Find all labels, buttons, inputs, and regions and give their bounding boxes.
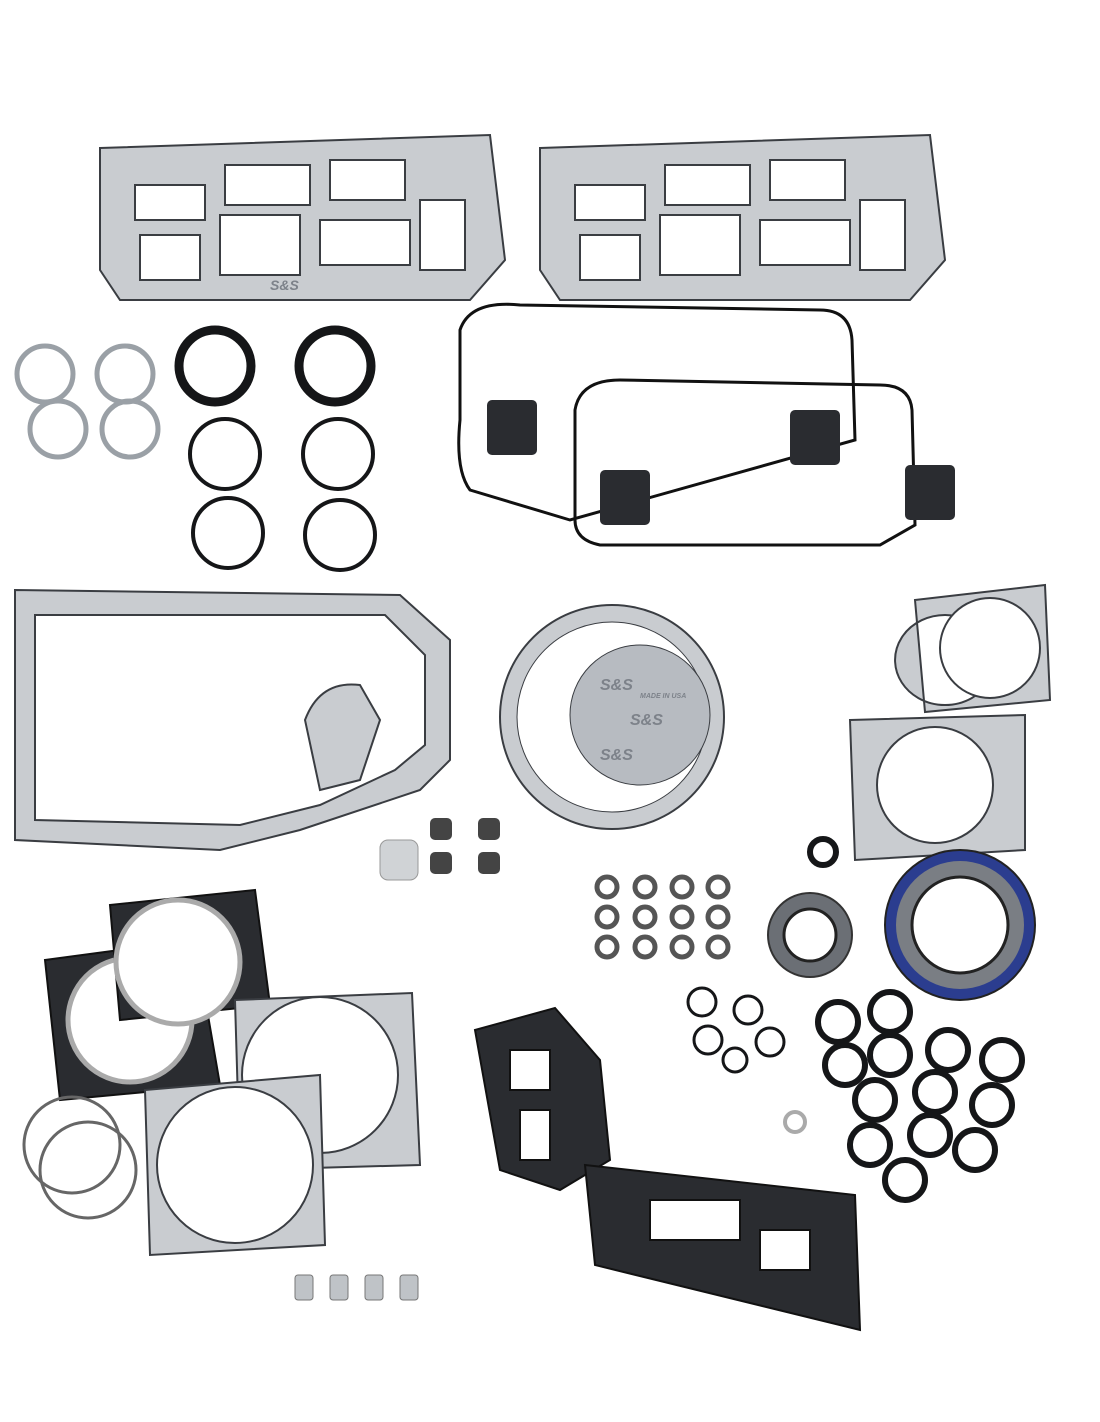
valve-seals (379, 818, 500, 881)
oring-cluster (686, 986, 1025, 1203)
rocker-cover-seals (457, 302, 955, 547)
rocker-gasket-left: S&S (99, 133, 507, 301)
dowel-pins (294, 1274, 419, 1301)
steel-rings (14, 343, 161, 460)
svg-text:S&S: S&S (630, 712, 663, 729)
circular-gasket: S&S S&S S&S MADE IN USA (499, 604, 725, 830)
oil-seals (767, 849, 1036, 1001)
svg-text:S&S: S&S (600, 677, 633, 694)
svg-text:S&S: S&S (270, 277, 299, 293)
pushrod-orings (174, 325, 377, 572)
svg-text:S&S: S&S (600, 747, 633, 764)
head-gaskets (43, 888, 422, 1257)
cam-cover-gasket (14, 588, 451, 852)
oil-pump-gaskets (473, 1006, 862, 1332)
small-washers (594, 836, 839, 960)
base-gaskets-right (848, 583, 1052, 862)
rocker-gasket-right (539, 133, 947, 301)
steel-head-rings (22, 1095, 138, 1220)
svg-text:MADE IN USA: MADE IN USA (640, 693, 686, 700)
